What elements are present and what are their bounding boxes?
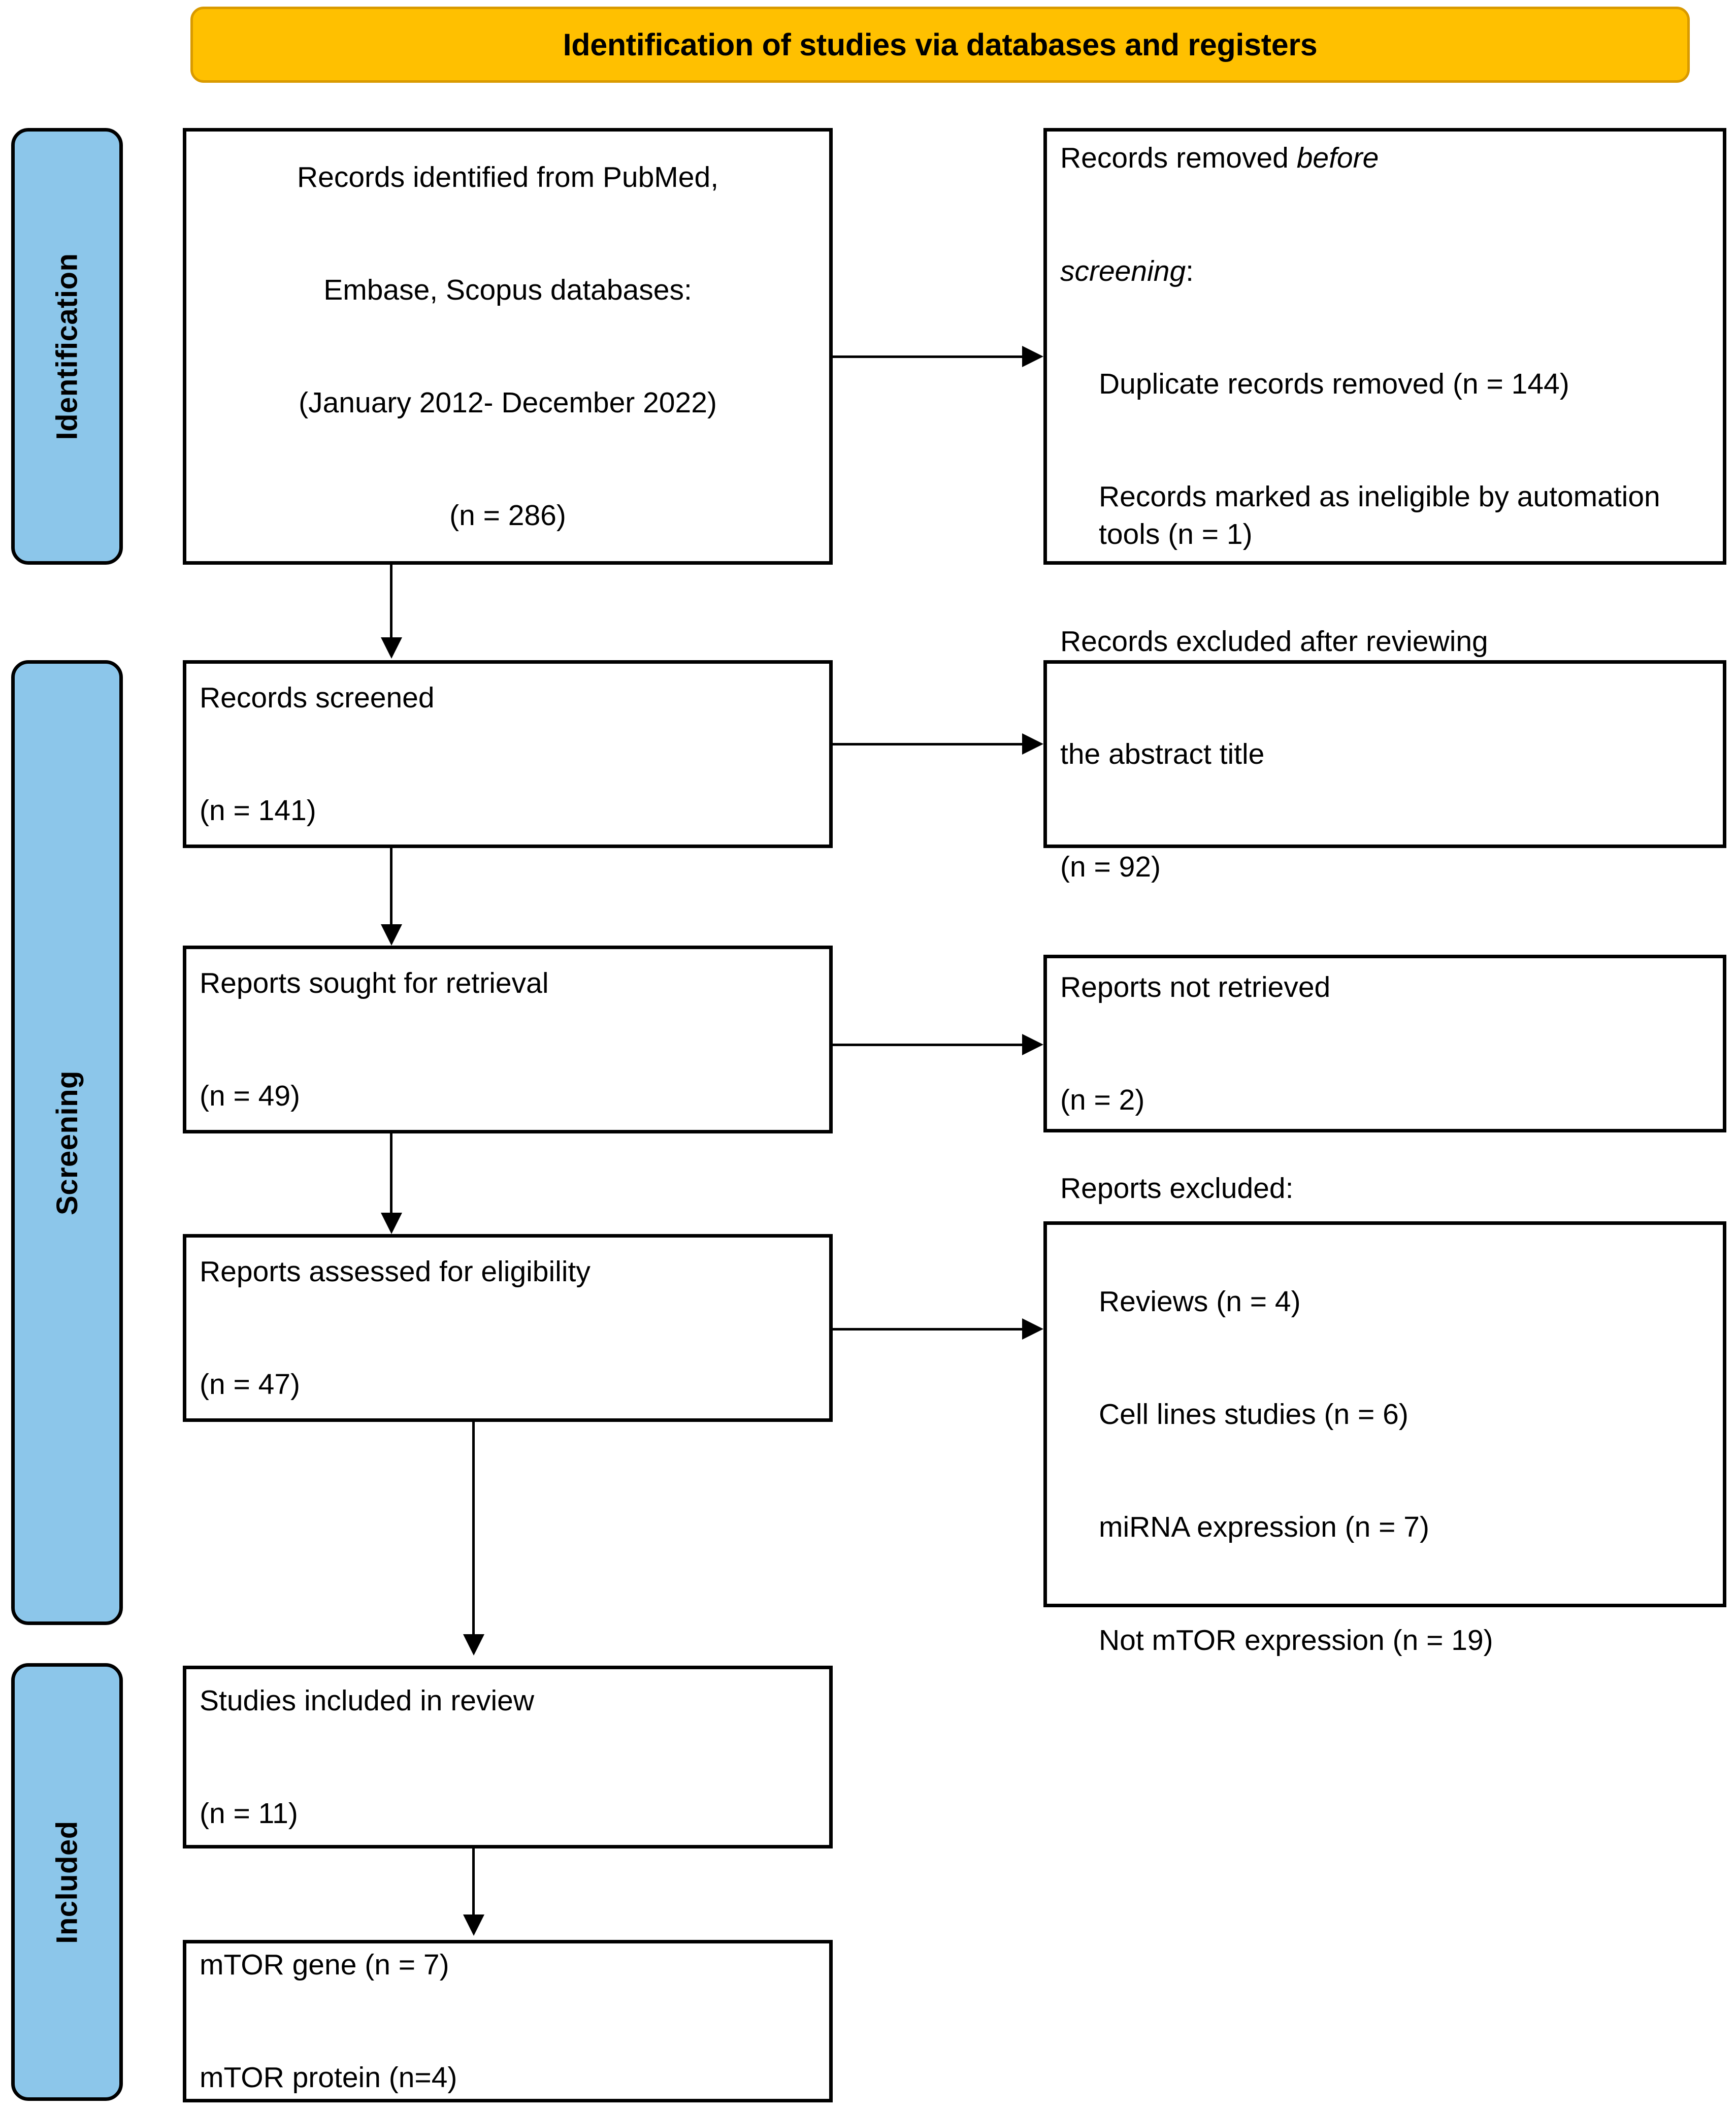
- arrow-assessed-to-included: [463, 1634, 484, 1656]
- records-excluded-count: (n = 92): [1060, 851, 1161, 884]
- reports-assessed-label: Reports assessed for eligibility: [200, 1255, 591, 1288]
- records-removed-heading-emph1: before: [1296, 142, 1379, 175]
- reports-excluded-heading: Reports excluded:: [1060, 1172, 1294, 1205]
- reports-excluded-item-mirna: miRNA expression (n = 7): [1099, 1511, 1429, 1544]
- studies-included-label: Studies included in review: [200, 1684, 535, 1717]
- reports-not-retrieved-label: Reports not retrieved: [1060, 970, 1331, 1003]
- connector-assessed-to-excluded: [833, 1328, 1023, 1331]
- records-identified-line2: Embase, Scopus databases:: [323, 273, 692, 306]
- diagram-title: Identification of studies via databases …: [563, 27, 1318, 62]
- box-reports-sought: Reports sought for retrieval (n = 49): [183, 946, 833, 1133]
- stage-label-included: Included: [50, 1820, 84, 1944]
- diagram-title-banner: Identification of studies via databases …: [190, 7, 1690, 83]
- records-removed-heading-pre: Records removed: [1060, 142, 1297, 175]
- arrow-screened-to-excluded: [1022, 733, 1043, 755]
- box-records-screened: Records screened (n = 141): [183, 660, 833, 848]
- reports-excluded-item-not-mtor: Not mTOR expression (n = 19): [1099, 1624, 1493, 1657]
- reports-not-retrieved-count: (n = 2): [1060, 1084, 1145, 1117]
- records-screened-label: Records screened: [200, 681, 435, 714]
- mtor-protein-count: mTOR protein (n=4): [200, 2061, 457, 2094]
- reports-excluded-item-cell-lines: Cell lines studies (n = 6): [1099, 1398, 1409, 1431]
- arrow-identified-to-removed: [1022, 346, 1043, 367]
- records-identified-line3: (January 2012- December 2022): [299, 386, 717, 419]
- box-reports-assessed: Reports assessed for eligibility (n = 47…: [183, 1234, 833, 1422]
- box-records-removed: Records removed before screening: Duplic…: [1043, 128, 1726, 565]
- stage-sidebar-included: Included: [11, 1663, 123, 2101]
- mtor-gene-count: mTOR gene (n = 7): [200, 1948, 449, 1981]
- arrow-screened-to-sought: [381, 924, 402, 946]
- reports-excluded-item-reviews: Reviews (n = 4): [1099, 1285, 1301, 1318]
- records-excluded-line1: Records excluded after reviewing: [1060, 625, 1488, 658]
- box-mtor-outputs: mTOR gene (n = 7) mTOR protein (n=4): [183, 1940, 833, 2102]
- records-removed-heading-cont: screening:: [1060, 252, 1710, 290]
- records-removed-item-duplicates: Duplicate records removed (n = 144): [1099, 368, 1569, 401]
- stage-label-screening: Screening: [50, 1070, 84, 1215]
- records-removed-item-ineligible: Records marked as ineligible by automati…: [1099, 480, 1668, 551]
- connector-screened-to-excluded: [833, 743, 1023, 745]
- stage-sidebar-screening: Screening: [11, 660, 123, 1625]
- connector-sought-to-not-retrieved: [833, 1044, 1023, 1046]
- stage-sidebar-identification: Identification: [11, 128, 123, 565]
- arrow-assessed-to-excluded: [1022, 1318, 1043, 1340]
- arrow-sought-to-assessed: [381, 1213, 402, 1234]
- arrow-sought-to-not-retrieved: [1022, 1034, 1043, 1055]
- connector-screened-to-sought: [390, 848, 392, 925]
- connector-assessed-to-included: [472, 1422, 475, 1635]
- arrow-identified-to-screened: [381, 637, 402, 659]
- studies-included-count: (n = 11): [200, 1797, 298, 1830]
- arrow-included-to-mtor: [463, 1915, 484, 1936]
- connector-sought-to-assessed: [390, 1133, 392, 1214]
- connector-included-to-mtor: [472, 1848, 475, 1916]
- reports-assessed-count: (n = 47): [200, 1368, 301, 1401]
- records-screened-count: (n = 141): [200, 794, 316, 827]
- records-identified-line1: Records identified from PubMed,: [297, 160, 719, 193]
- records-removed-heading-emph2: screening: [1060, 254, 1186, 287]
- stage-label-identification: Identification: [50, 253, 84, 440]
- records-excluded-line2: the abstract title: [1060, 737, 1265, 770]
- connector-identified-to-screened: [390, 565, 392, 638]
- records-identified-count: (n = 286): [449, 499, 566, 532]
- reports-sought-label: Reports sought for retrieval: [200, 966, 549, 999]
- records-removed-heading: Records removed before: [1060, 139, 1710, 177]
- box-studies-included: Studies included in review (n = 11): [183, 1666, 833, 1848]
- box-reports-excluded: Reports excluded: Reviews (n = 4) Cell l…: [1043, 1172, 1726, 1657]
- box-reports-not-retrieved: Reports not retrieved (n = 2): [1043, 955, 1726, 1132]
- connector-identified-to-removed: [833, 355, 1023, 358]
- records-removed-heading-colon: :: [1186, 254, 1194, 287]
- reports-sought-count: (n = 49): [200, 1080, 301, 1113]
- box-records-excluded: Records excluded after reviewing the abs…: [1043, 625, 1726, 883]
- box-records-identified: Records identified from PubMed, Embase, …: [183, 128, 833, 565]
